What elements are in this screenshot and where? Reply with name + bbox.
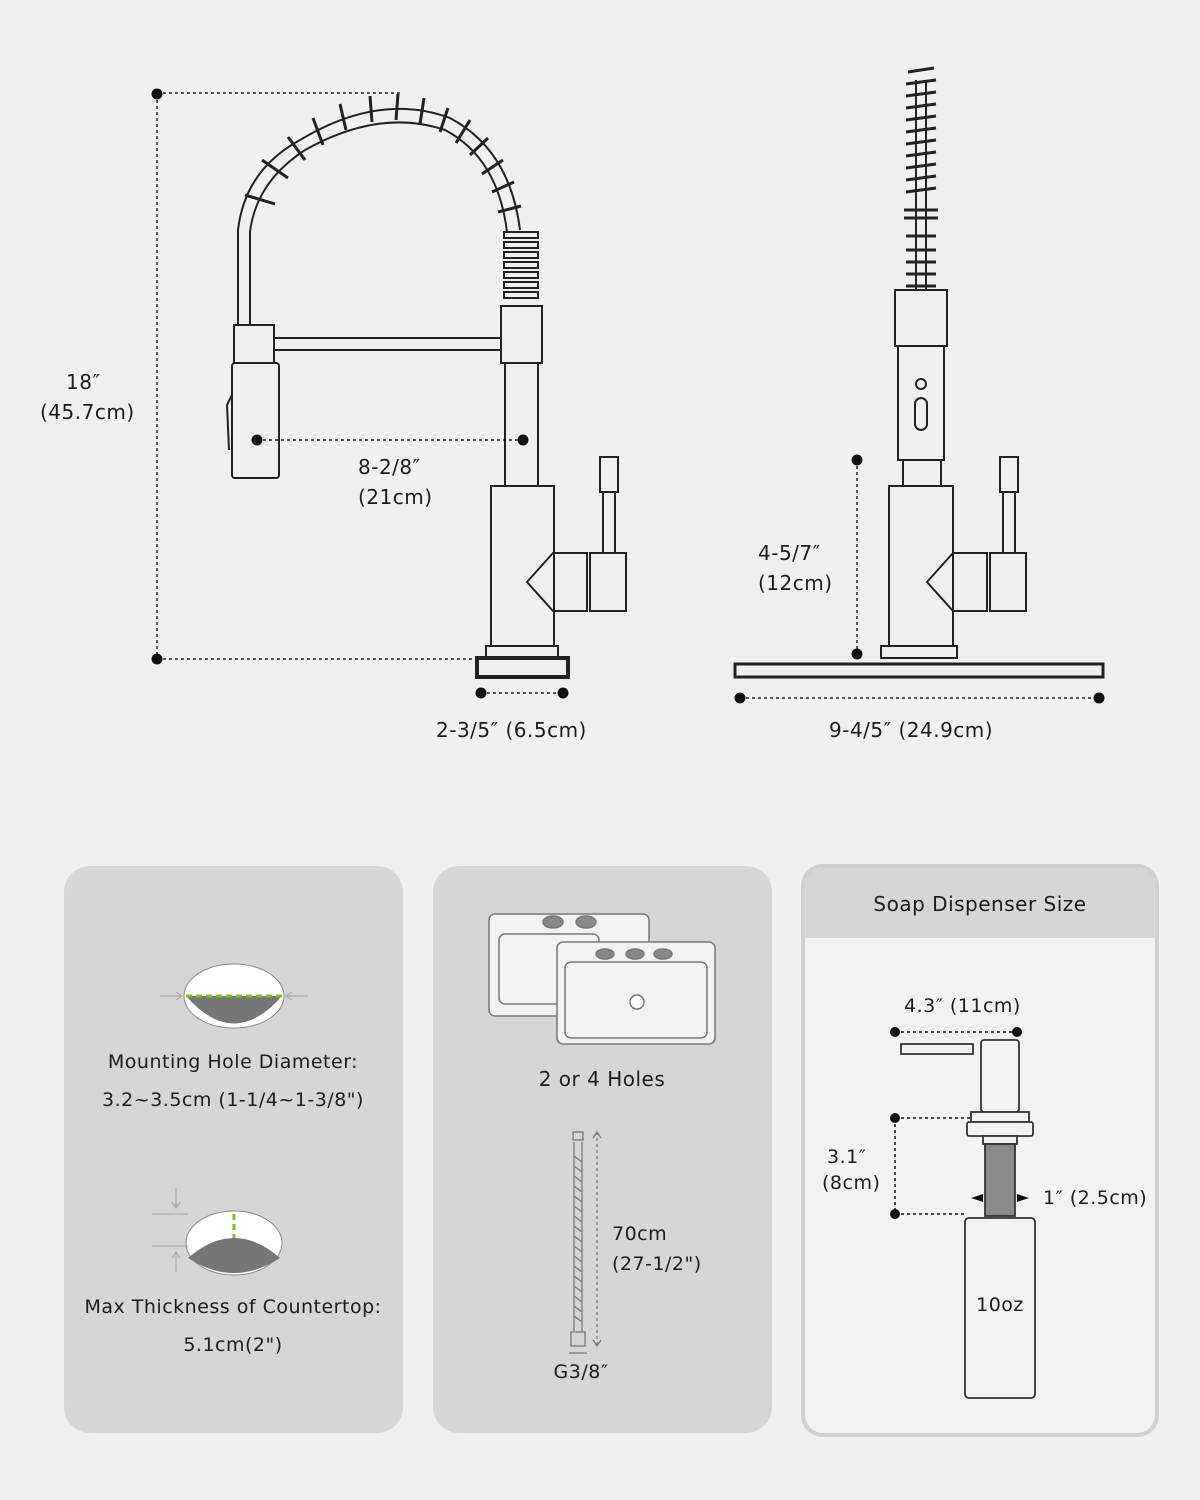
faucet-side-view	[733, 66, 1105, 679]
soap-title: Soap Dispenser Size	[873, 892, 1087, 916]
deck-plate-label: 9-4/5″ (24.9cm)	[829, 718, 994, 742]
holes-label: 2 or 4 Holes	[538, 1067, 666, 1091]
reach-cm-label: (21cm)	[358, 485, 433, 509]
soap-height-label: 3.1″	[827, 1146, 867, 1168]
soap-card: Soap Dispenser Size 4.3″ (11cm) 3.1″ (8c…	[801, 864, 1159, 1437]
holes-card: 2 or 4 Holes 70cm (27-1/2") G3/8″	[433, 866, 772, 1433]
soap-shank-label: 1″ (2.5cm)	[1043, 1187, 1148, 1209]
mounting-card: Mounting Hole Diameter: 3.2~3.5cm (1-1/4…	[64, 866, 403, 1433]
sink-hose-icon	[488, 913, 716, 1354]
soap-capacity-label: 10oz	[976, 1294, 1024, 1316]
height-cm-label: (45.7cm)	[40, 400, 135, 424]
base-width-label: 2-3/5″ (6.5cm)	[436, 718, 587, 742]
mounting-hole-label: Mounting Hole Diameter:	[107, 1051, 359, 1073]
thickness-value: 5.1cm(2")	[183, 1334, 283, 1356]
hose-length-label: 70cm	[612, 1223, 668, 1245]
hose-length-in-label: (27-1/2")	[612, 1253, 702, 1275]
thread-label: G3/8″	[553, 1361, 609, 1383]
spout-height-label: 4-5/7″	[758, 541, 821, 565]
spout-height-cm-label: (12cm)	[758, 571, 833, 595]
soap-width-label: 4.3″ (11cm)	[904, 995, 1021, 1017]
faucet-diagrams	[151, 66, 1105, 704]
soap-height-cm-label: (8cm)	[822, 1172, 881, 1194]
mounting-hole-icon	[152, 963, 308, 1276]
height-label: 18″	[66, 370, 101, 394]
mounting-hole-value: 3.2~3.5cm (1-1/4~1-3/8")	[102, 1089, 364, 1111]
reach-label: 8-2/8″	[358, 455, 421, 479]
faucet-front-view	[225, 93, 627, 679]
soap-card-header	[805, 868, 1155, 938]
thickness-label: Max Thickness of Countertop:	[84, 1296, 382, 1318]
soap-dispenser-icon	[890, 1027, 1036, 1399]
